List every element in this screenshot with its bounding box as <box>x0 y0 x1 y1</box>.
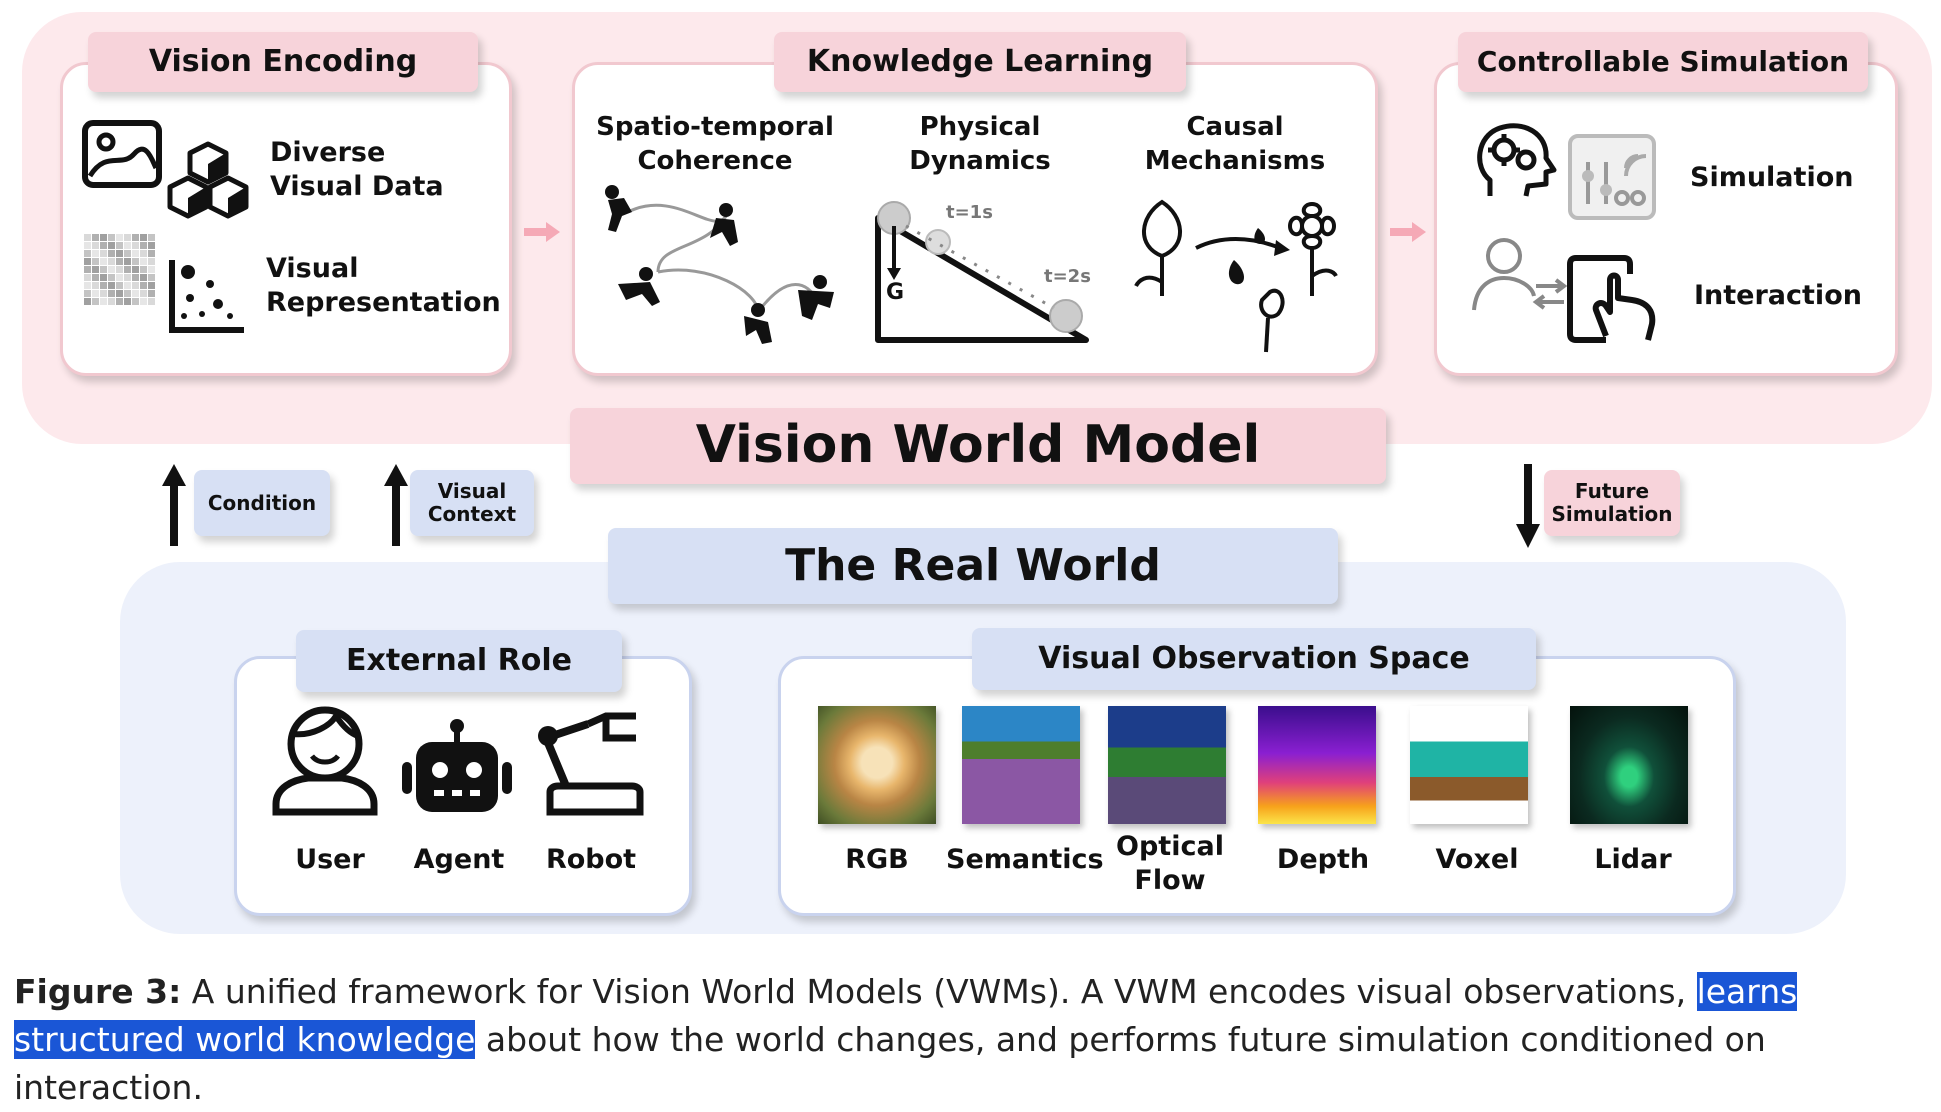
arrow-up-icon <box>384 464 408 546</box>
visual-observation-title: Visual Observation Space <box>972 628 1536 690</box>
vision-encoding-card <box>60 62 512 376</box>
semantics-thumbnail <box>962 706 1080 824</box>
interaction-label: Interaction <box>1694 280 1862 311</box>
touch-screen-icon <box>1567 255 1656 343</box>
user-exchange-icon <box>1472 238 1568 311</box>
caption-label: Figure 3: <box>14 972 182 1011</box>
t1-label: t=1s <box>946 202 993 223</box>
flower-causal-icon <box>1134 199 1338 353</box>
rgb-thumbnail <box>818 706 936 824</box>
semantics-label: Semantics <box>946 844 1104 875</box>
caption-text-1: A unified framework for Vision World Mod… <box>181 972 1697 1011</box>
simulation-label: Simulation <box>1690 162 1854 193</box>
figure-caption: Figure 3: A unified framework for Vision… <box>14 968 1934 1112</box>
cubes-icon <box>167 141 249 219</box>
inclined-plane-icon <box>875 201 1089 343</box>
voxel-thumbnail <box>1410 706 1528 824</box>
future-simulation-badge: Future Simulation <box>1544 470 1680 536</box>
robot-head-icon <box>402 719 512 812</box>
diverse-visual-data-label: Diverse Visual Data <box>270 137 444 202</box>
arrow-up-icon <box>162 464 186 546</box>
spatio-temporal-label: Spatio-temporal Coherence <box>596 112 834 176</box>
voxel-label: Voxel <box>1435 844 1519 875</box>
arrow-right-icon <box>524 222 560 242</box>
pixel-grid-icon <box>84 234 155 305</box>
user-icon <box>272 706 378 816</box>
control-panel-icon <box>1568 134 1656 220</box>
vision-world-model-title: Vision World Model <box>570 408 1386 484</box>
user-label: User <box>295 844 365 875</box>
robot-arm-icon <box>538 712 644 816</box>
controllable-simulation-title: Controllable Simulation <box>1458 32 1868 92</box>
external-role-title: External Role <box>296 630 622 692</box>
arrow-right-icon <box>1390 222 1426 242</box>
visual-representation-label: Visual Representation <box>266 253 501 318</box>
knowledge-learning-title: Knowledge Learning <box>774 32 1186 92</box>
scatter-plot-icon <box>169 260 244 333</box>
agent-label: Agent <box>413 844 505 875</box>
brain-gears-icon <box>1477 123 1557 197</box>
depth-thumbnail <box>1258 706 1376 824</box>
lidar-thumbnail <box>1570 706 1688 824</box>
real-world-title: The Real World <box>608 528 1338 604</box>
motion-figures-icon <box>605 185 834 344</box>
condition-badge: Condition <box>194 470 330 536</box>
visual-context-badge: Visual Context <box>410 470 534 536</box>
depth-label: Depth <box>1276 844 1370 875</box>
lidar-label: Lidar <box>1594 844 1672 875</box>
vision-encoding-title: Vision Encoding <box>88 32 478 92</box>
optical-flow-label: Optical Flow <box>1116 831 1224 896</box>
rgb-label: RGB <box>845 844 909 875</box>
g-label: G <box>886 280 905 305</box>
robot-label: Robot <box>545 844 637 875</box>
image-icon <box>82 120 162 188</box>
causal-mechanisms-label: Causal Mechanisms <box>1144 112 1326 176</box>
t2-label: t=2s <box>1044 266 1091 287</box>
controllable-simulation-card <box>1434 62 1898 376</box>
arrow-down-icon <box>1516 464 1540 548</box>
optical-flow-thumbnail <box>1108 706 1226 824</box>
physical-dynamics-label: Physical Dynamics <box>909 112 1051 176</box>
